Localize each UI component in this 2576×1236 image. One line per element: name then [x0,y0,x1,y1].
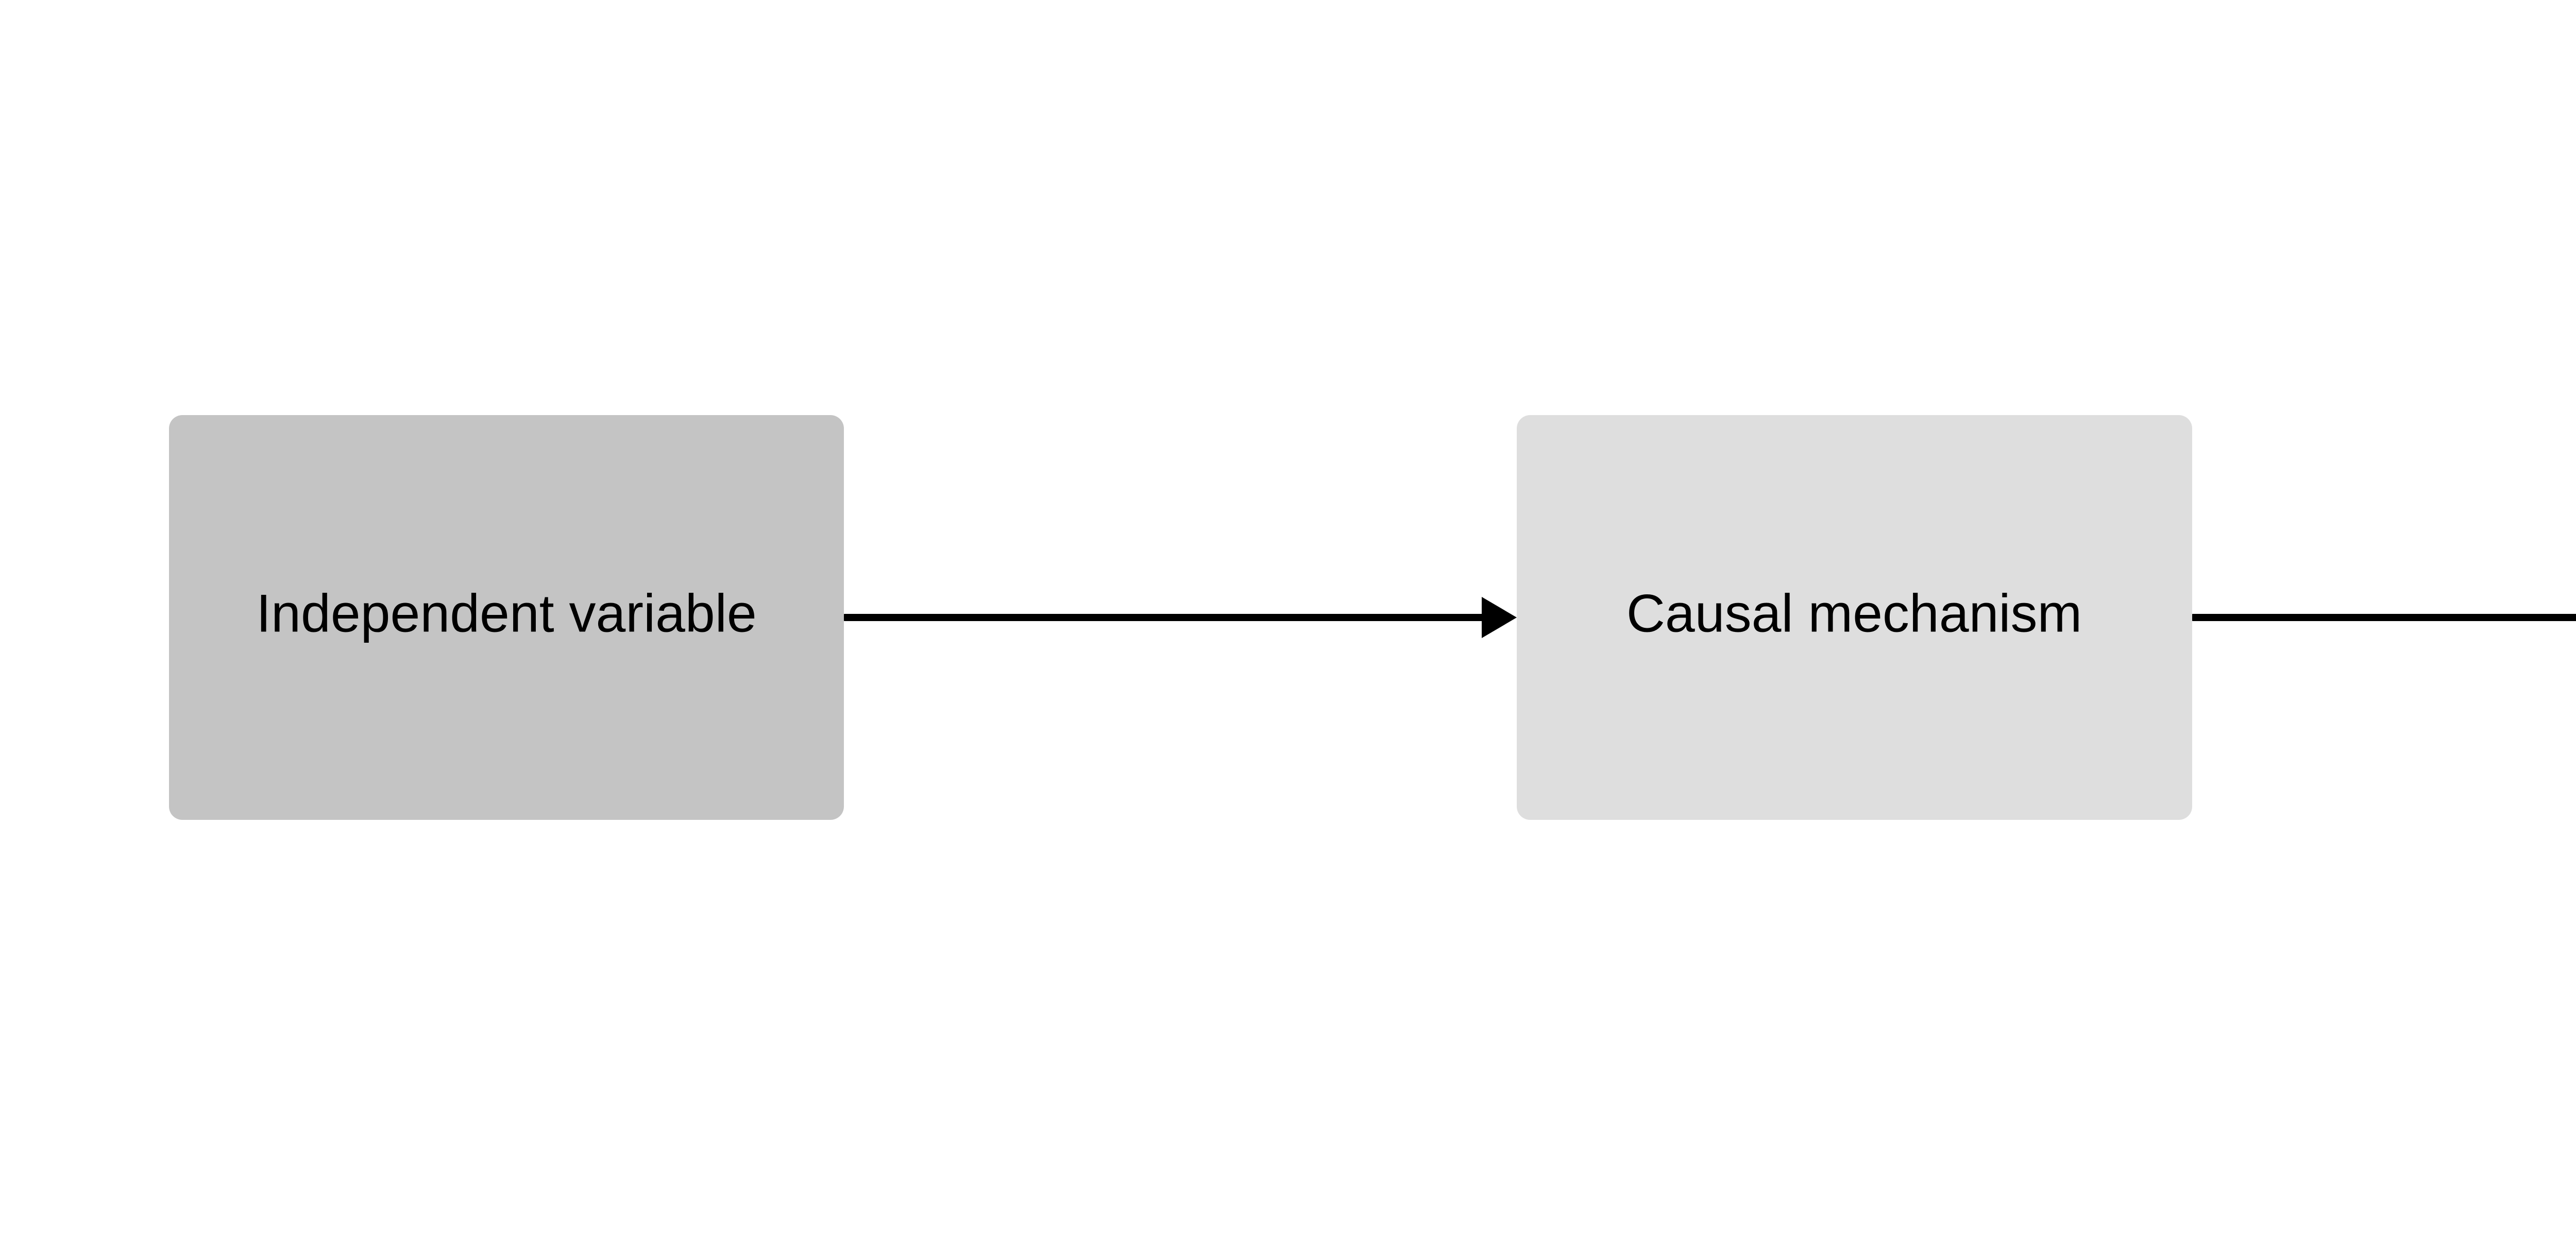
arrowhead-icon [1482,597,1517,638]
node-independent-variable[interactable]: Independent variable [169,415,844,820]
node-box [1517,415,2192,820]
edge-mechanism-to-dependent[interactable] [2190,597,2576,638]
node-causal-mechanism[interactable]: Causal mechanism [1517,415,2192,820]
node-label: Causal mechanism [1626,583,2082,643]
edge-independent-to-mechanism[interactable] [841,597,1517,638]
node-label: Independent variable [256,583,756,643]
node-box [169,415,844,820]
